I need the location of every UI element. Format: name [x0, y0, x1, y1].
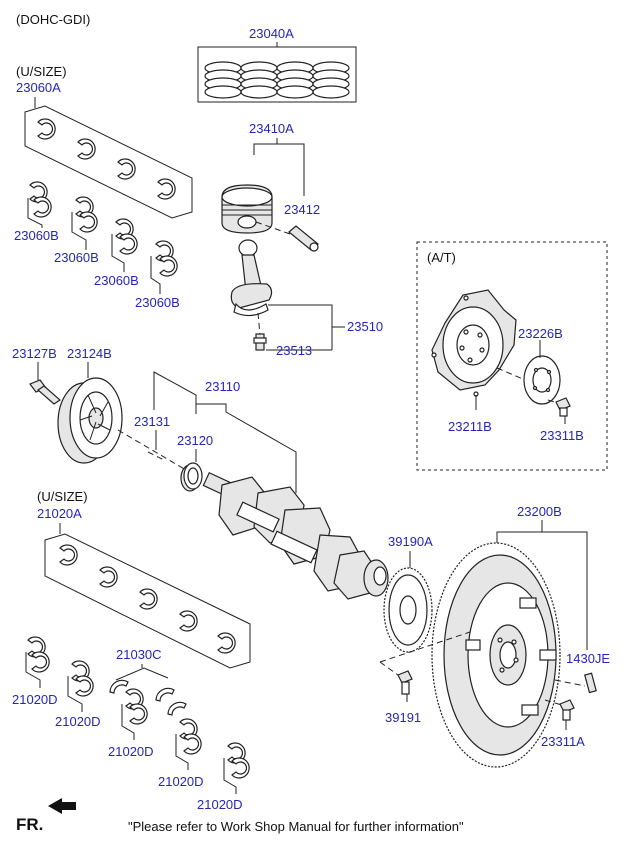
crankshaft[interactable] — [202, 471, 389, 600]
label-23060B-1[interactable]: 23060B — [14, 228, 59, 243]
bearing-shell-23060B-2[interactable] — [75, 196, 98, 233]
main-bearing-set-upper[interactable] — [24, 105, 193, 219]
engine-type-label: (DOHC-GDI) — [16, 12, 90, 27]
bearing-shell-23060B-3[interactable] — [115, 218, 138, 255]
label-23513[interactable]: 23513 — [276, 343, 312, 358]
label-23127B[interactable]: 23127B — [12, 346, 57, 361]
flywheel[interactable] — [431, 542, 561, 768]
crankshaft-damper-pulley[interactable] — [57, 377, 123, 464]
drive-plate[interactable] — [431, 289, 517, 397]
label-21030C[interactable]: 21030C — [116, 647, 162, 662]
bearing-shell-23060B-1[interactable] — [29, 181, 52, 218]
label-23412[interactable]: 23412 — [284, 202, 320, 217]
ring-gear-bolt[interactable] — [397, 670, 413, 695]
undersize-label-lower: (U/SIZE) — [37, 489, 88, 504]
bearing-shell-21020D-2[interactable] — [71, 660, 94, 697]
flywheel-ring-gear[interactable] — [383, 567, 433, 653]
thrust-washers[interactable] — [109, 679, 187, 716]
label-21020D-4[interactable]: 21020D — [158, 774, 204, 789]
label-23510[interactable]: 23510 — [347, 319, 383, 334]
front-arrow-icon — [48, 798, 76, 814]
bearing-shell-21020D-5[interactable] — [227, 742, 250, 779]
bearing-shell-21020D-1[interactable] — [27, 636, 50, 673]
bearing-shell-21020D-4[interactable] — [179, 718, 202, 755]
flywheel-bolt[interactable] — [559, 699, 575, 721]
bearing-shell-23060B-4[interactable] — [155, 240, 178, 277]
piston-ring-set[interactable] — [197, 46, 357, 103]
label-23200B[interactable]: 23200B — [517, 504, 562, 519]
flywheel-dowel-pin[interactable] — [584, 672, 597, 694]
drive-plate-bolt[interactable] — [555, 397, 571, 417]
label-1430JE[interactable]: 1430JE — [566, 651, 610, 666]
label-23060A[interactable]: 23060A — [16, 80, 61, 95]
label-23226B[interactable]: 23226B — [518, 326, 563, 341]
label-21020D-2[interactable]: 21020D — [55, 714, 101, 729]
automatic-transmission-box — [416, 241, 608, 471]
label-23211B[interactable]: 23211B — [448, 419, 492, 434]
label-23060B-3[interactable]: 23060B — [94, 273, 139, 288]
label-23060B-2[interactable]: 23060B — [54, 250, 99, 265]
connecting-rod-bolt[interactable] — [253, 333, 267, 351]
label-23410A[interactable]: 23410A — [249, 121, 294, 136]
label-23311B[interactable]: 23311B — [540, 428, 584, 443]
label-21020D-5[interactable]: 21020D — [197, 797, 243, 812]
piston[interactable] — [221, 184, 273, 234]
label-23124B[interactable]: 23124B — [67, 346, 112, 361]
front-marker: FR. — [16, 815, 43, 834]
label-21020D-3[interactable]: 21020D — [108, 744, 154, 759]
bearing-shell-21020D-3[interactable] — [125, 688, 148, 725]
label-23131[interactable]: 23131 — [134, 414, 170, 429]
label-23110[interactable]: 23110 — [205, 379, 240, 394]
label-23120[interactable]: 23120 — [177, 433, 213, 448]
label-23311A[interactable]: 23311A — [541, 734, 585, 749]
footer-note: "Please refer to Work Shop Manual for fu… — [128, 819, 464, 834]
at-box-title: (A/T) — [427, 250, 456, 265]
crankshaft-oil-seal[interactable] — [180, 462, 203, 492]
label-39190A[interactable]: 39190A — [388, 534, 433, 549]
piston-pin[interactable] — [288, 225, 319, 252]
label-39191[interactable]: 39191 — [385, 710, 421, 725]
connecting-rod[interactable] — [230, 239, 273, 317]
main-bearing-set-lower[interactable] — [44, 533, 251, 669]
drive-plate-adapter[interactable] — [523, 355, 561, 405]
label-21020D-1[interactable]: 21020D — [12, 692, 58, 707]
label-23060B-4[interactable]: 23060B — [135, 295, 180, 310]
label-21020A[interactable]: 21020A — [37, 506, 82, 521]
pulley-bolt[interactable] — [29, 379, 61, 405]
undersize-label-upper: (U/SIZE) — [16, 64, 67, 79]
label-23040A[interactable]: 23040A — [249, 26, 294, 41]
